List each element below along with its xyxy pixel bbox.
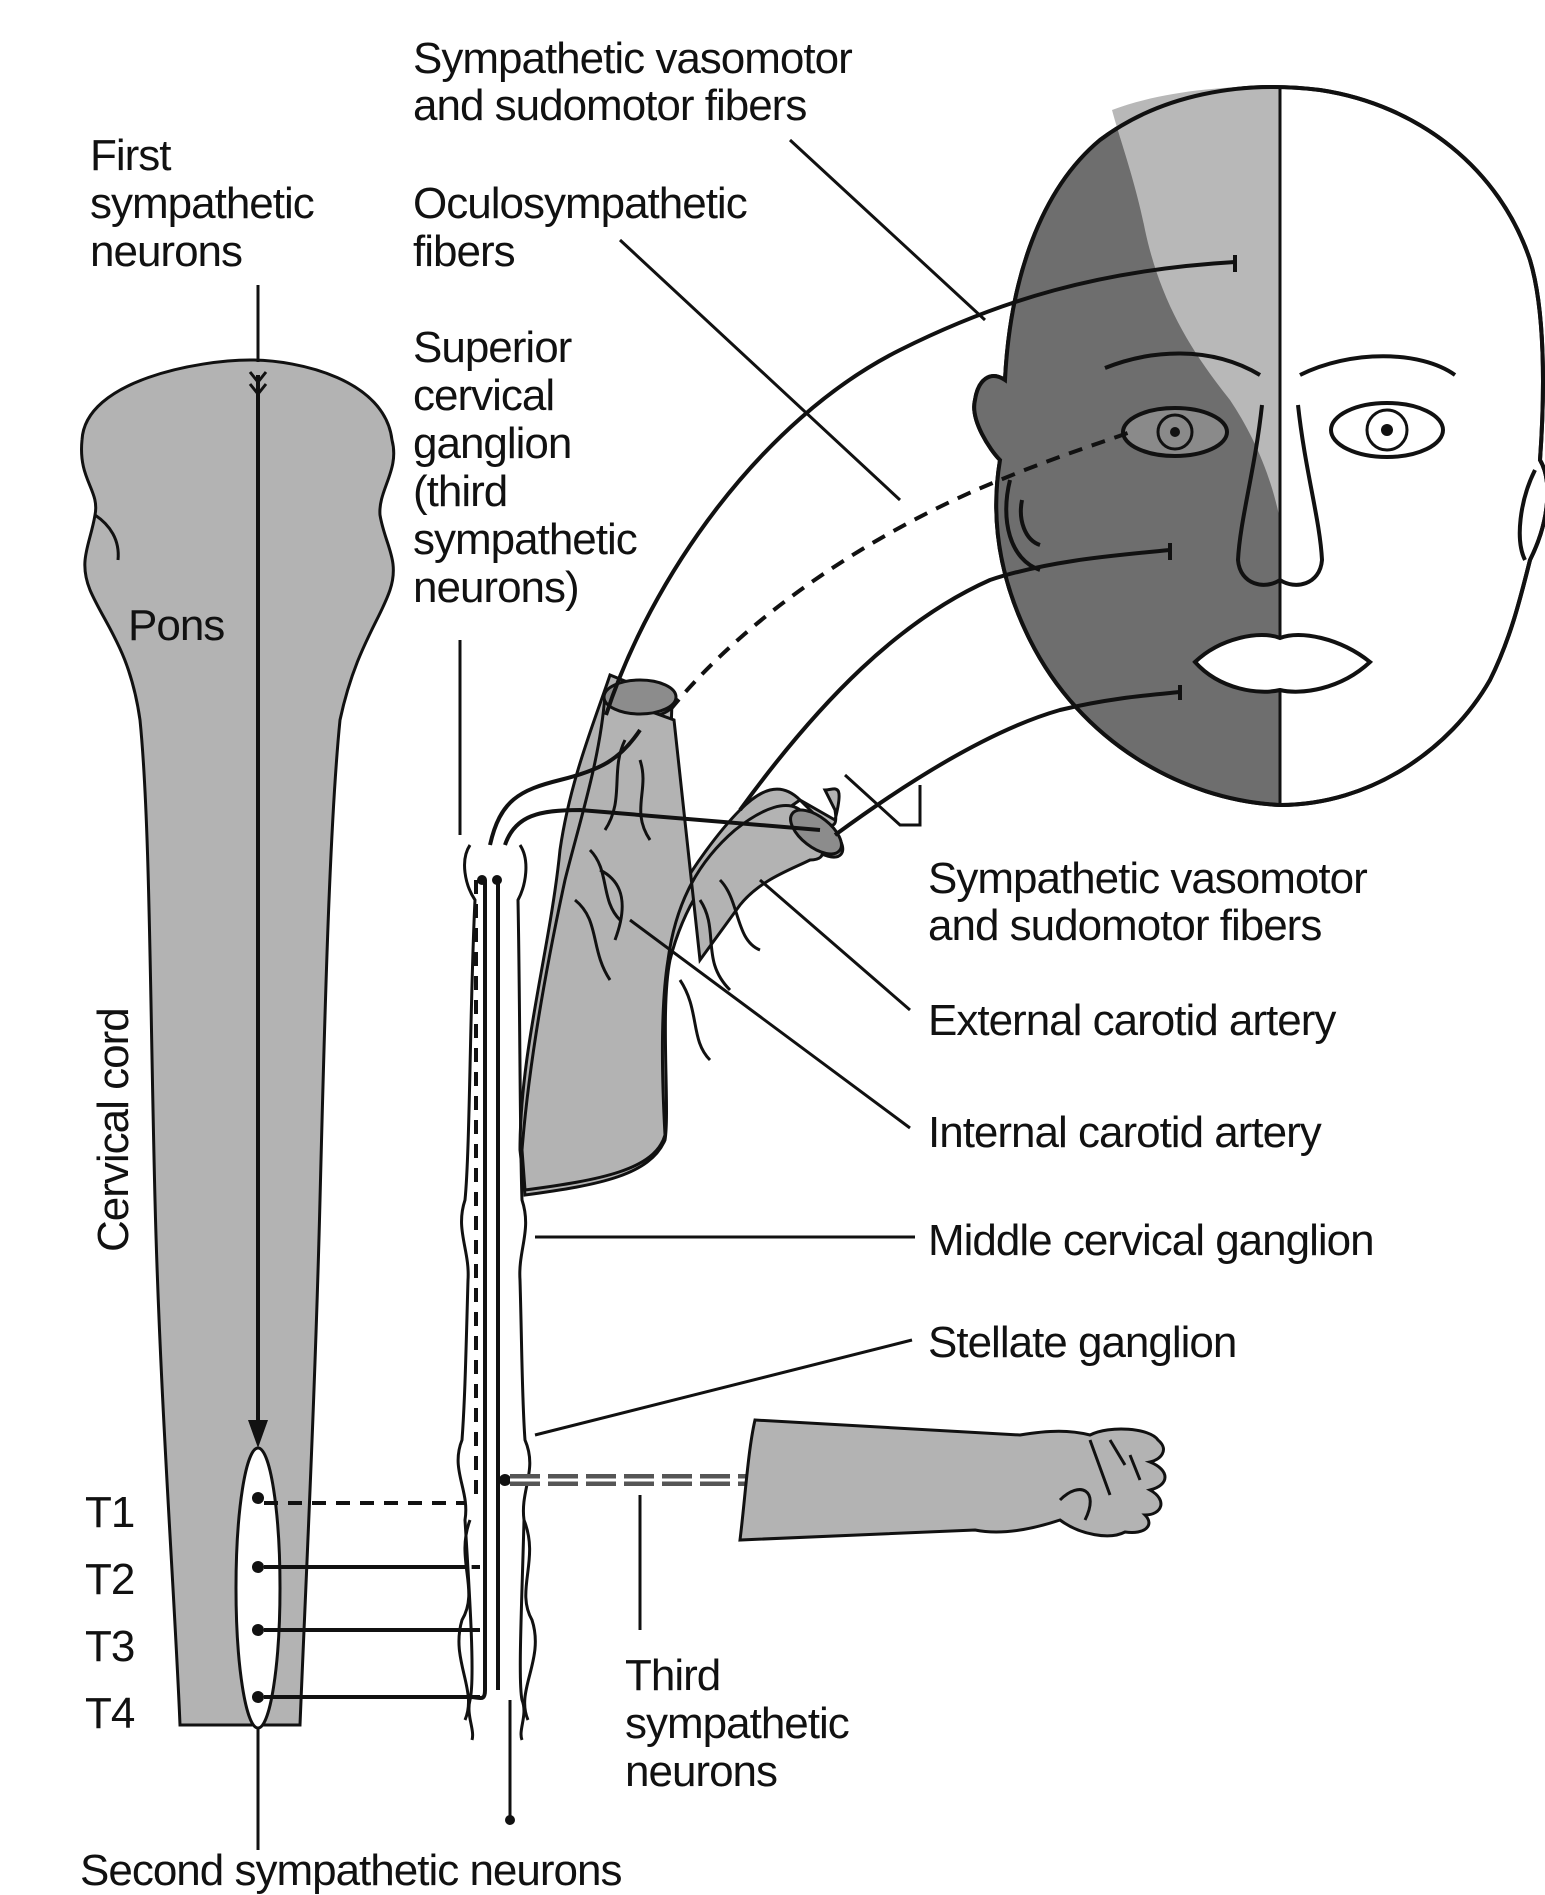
t3-neuron [252,1624,264,1636]
label-sympathetic-top-line1: Sympathetic vasomotor [413,34,852,83]
label-t3: T3 [85,1622,134,1671]
label-third-neurons-line2: sympathetic [625,1699,849,1748]
leader-stellate [535,1340,912,1435]
label-external-carotid: External carotid artery [928,996,1336,1045]
label-first-neurons-line1: First [90,131,171,180]
chain-lead-dot [505,1815,515,1825]
leader-internal-carotid [630,920,910,1128]
label-t1: T1 [85,1488,134,1537]
right-pupil [1381,424,1393,436]
label-sympathetic-right-line1: Sympathetic vasomotor [928,854,1367,903]
label-sympathetic-top: Sympathetic vasomotor and sudomotor fibe… [413,34,852,130]
label-t4: T4 [85,1689,135,1738]
thoracic-segments-oval [236,1448,280,1728]
label-cervical-cord: Cervical cord [89,1008,138,1252]
stellate-neuron [499,1474,511,1486]
scg-neuron-2 [492,875,502,885]
scg-neuron-1 [477,875,487,885]
label-internal-carotid: Internal carotid artery [928,1108,1322,1157]
label-scg-line5: sympathetic [413,515,637,564]
t1-neuron [252,1492,264,1504]
internal-carotid-shaft [522,695,823,1190]
t2-neuron [252,1561,264,1573]
leader-external-carotid [760,880,910,1010]
label-first-neurons: First sympathetic neurons [90,131,314,276]
label-sympathetic-top-line2: and sudomotor fibers [413,81,806,130]
leader-oculo [620,240,900,500]
label-third-neurons: Third sympathetic neurons [625,1651,849,1796]
label-first-neurons-line2: sympathetic [90,179,314,228]
chain-lower-wavy-right [524,1520,535,1720]
label-sympathetic-right-line2: and sudomotor fibers [928,901,1321,950]
label-first-neurons-line3: neurons [90,227,242,276]
label-second-neurons: Second sympathetic neurons [80,1846,621,1895]
label-scg-line2: cervical [413,371,554,420]
label-scg: Superior cervical ganglion (third sympat… [413,323,637,612]
label-pons: Pons [128,601,224,650]
label-third-neurons-line1: Third [625,1651,720,1700]
label-oculo: Oculosympathetic fibers [413,179,747,276]
label-scg-line3: ganglion [413,419,571,468]
left-pupil [1170,427,1180,437]
t4-neuron [252,1691,264,1703]
label-oculo-line2: fibers [413,227,515,276]
label-scg-line1: Superior [413,323,572,372]
label-t2: T2 [85,1555,134,1604]
label-oculo-line1: Oculosympathetic [413,179,747,228]
leader-top-fibers [790,140,985,320]
label-middle-cervical: Middle cervical ganglion [928,1216,1374,1265]
label-scg-line4: (third [413,467,507,516]
arm [740,1420,1165,1540]
label-sympathetic-right: Sympathetic vasomotor and sudomotor fibe… [928,854,1367,950]
label-stellate: Stellate ganglion [928,1318,1236,1367]
label-scg-line6: neurons) [413,563,579,612]
label-third-neurons-line3: neurons [625,1747,777,1796]
